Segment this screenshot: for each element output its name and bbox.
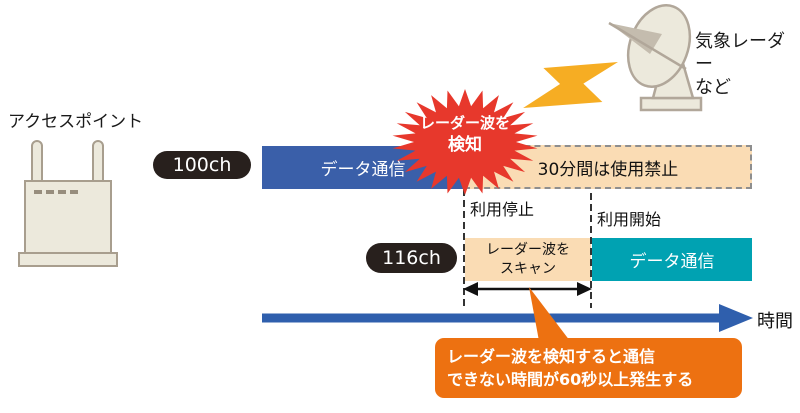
weather-radar-label: 気象レーダー など	[695, 30, 800, 99]
weather-radar-label-line2: など	[695, 77, 731, 98]
channel-116-badge-label: 116ch	[382, 247, 441, 269]
radar-scan-label-line1: レーダー波を	[486, 242, 570, 259]
usage-ban-label: 30分間は使用禁止	[537, 159, 679, 180]
radar-detected-burst-text: レーダー波を 検知	[395, 112, 535, 156]
data-comm-bar-100ch-label: データ通信	[320, 160, 406, 180]
access-point-base	[18, 252, 118, 267]
led-icon	[58, 190, 66, 194]
usage-start-label: 利用開始	[597, 210, 662, 229]
weather-radar-icon	[608, 4, 703, 112]
detection-note-callout: レーダー波を検知すると通信 できない時間が60秒以上発生する	[435, 338, 742, 398]
led-icon	[46, 190, 54, 194]
channel-100-badge: 100ch	[153, 151, 251, 179]
callout-tail	[529, 287, 570, 341]
weather-radar-label-line1: 気象レーダー	[695, 31, 785, 75]
burst-text-line2: 検知	[448, 135, 482, 155]
led-icon	[34, 190, 42, 194]
detection-note-line2: できない時間が60秒以上発生する	[447, 370, 694, 389]
data-comm-bar-116ch: データ通信	[592, 238, 752, 281]
radar-feed-icon	[609, 23, 662, 54]
scan-duration-arrow	[463, 282, 592, 296]
radar-scan-box: レーダー波を スキャン	[465, 238, 591, 281]
data-comm-bar-116ch-label: データ通信	[629, 252, 715, 272]
channel-116-badge: 116ch	[366, 243, 457, 273]
led-icon	[70, 190, 78, 194]
access-point-label: アクセスポイント	[8, 112, 144, 132]
time-axis-label: 時間	[757, 311, 793, 332]
time-axis-arrow	[262, 304, 753, 332]
radar-scan-label-line2: スキャン	[500, 260, 556, 277]
usage-stop-label: 利用停止	[470, 200, 535, 219]
detection-note-line1: レーダー波を検知すると通信	[447, 347, 656, 366]
access-point-icon	[18, 140, 118, 267]
access-point-body	[24, 180, 112, 254]
burst-text-line1: レーダー波を	[419, 114, 510, 132]
channel-100-badge-label: 100ch	[172, 154, 232, 176]
